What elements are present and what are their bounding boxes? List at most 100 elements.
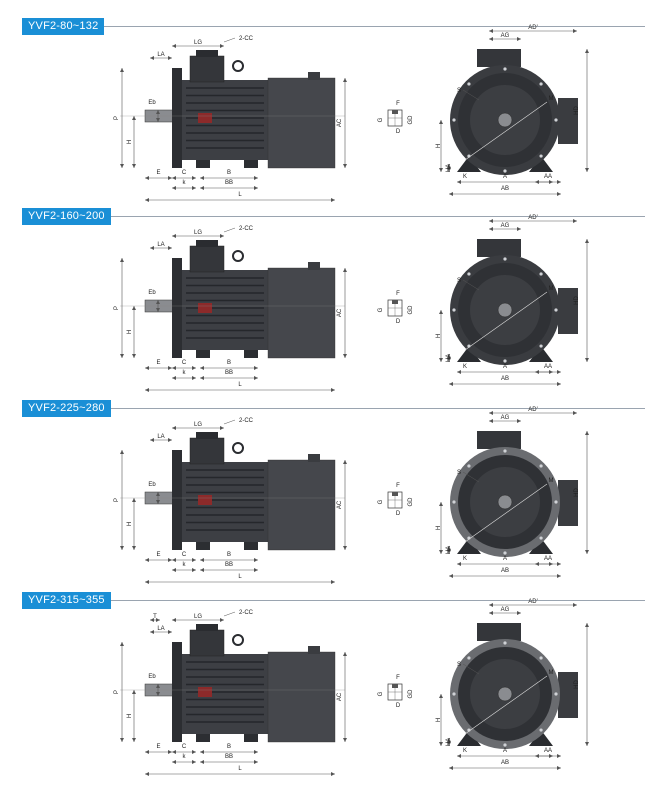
dim-label-k: k [183, 562, 187, 568]
foot [529, 346, 553, 362]
dim-label-f: F [396, 675, 400, 681]
dim-label-f: F [396, 101, 400, 107]
motor-body [182, 462, 268, 542]
dim-label-bb: BB [225, 180, 233, 186]
keyway [392, 492, 398, 496]
dim-label-la: LA [157, 434, 164, 440]
dim-label-k: K [463, 364, 467, 370]
dim-label-ad: AD' [528, 599, 537, 605]
dim-label-s: S [457, 470, 461, 476]
terminal-box [477, 49, 521, 67]
dim-label-hd: HD [574, 488, 580, 497]
bolt-hole-icon [467, 82, 471, 86]
dim-label-cable_entry: 2-CC [239, 36, 254, 42]
bolt-hole-icon [452, 692, 456, 696]
foot [529, 156, 553, 172]
dim-label-eb: Eb [148, 674, 156, 680]
dim-label-lg: LG [194, 230, 202, 236]
terminal-box [477, 239, 521, 257]
dim-label-aa: AA [544, 364, 552, 370]
bolt-hole-icon [554, 308, 558, 312]
flange [172, 642, 182, 742]
dim-label-d: D [396, 511, 401, 517]
dim-label-h: H [436, 334, 442, 338]
foot [529, 730, 553, 746]
bolt-hole-icon [467, 464, 471, 468]
dim-label-gd: GD [408, 305, 414, 315]
terminal-lid [196, 432, 218, 439]
keyway [392, 684, 398, 688]
dim-label-p: P [114, 306, 120, 310]
dim-label-ac: AC [337, 308, 343, 317]
dim-label-ha: HA [446, 738, 452, 746]
dim-label-bb: BB [225, 370, 233, 376]
dim-label-g: G [378, 307, 384, 312]
bolt-hole-icon [539, 82, 543, 86]
dim-label-ag: AG [501, 415, 510, 421]
dim-label-k: K [463, 748, 467, 754]
dim-label-la: LA [157, 626, 164, 632]
dim-label-m: M [549, 478, 554, 484]
dim-label-a: A [503, 364, 507, 370]
nameplate [198, 687, 212, 697]
bolt-hole-icon [539, 536, 543, 540]
bolt-hole-icon [503, 169, 507, 173]
foot [457, 538, 481, 554]
fan-cover [267, 651, 336, 743]
terminal-box [189, 245, 225, 273]
fan-cap [308, 72, 320, 80]
dim-label-h: H [127, 330, 133, 334]
foot [457, 730, 481, 746]
dim-label-ac: AC [337, 500, 343, 509]
dim-label-d: D [396, 703, 401, 709]
lifting-eye-icon [232, 634, 244, 646]
dim-label-k: K [463, 556, 467, 562]
dim-label-lg: LG [194, 614, 202, 620]
dim-label-c: C [182, 552, 187, 558]
dim-label-aa: AA [544, 556, 552, 562]
terminal-box [477, 623, 521, 641]
dim-label-s: S [457, 88, 461, 94]
dim-label-ac: AC [337, 118, 343, 127]
dim-label-ad: AD' [528, 407, 537, 413]
dim-label-e: E [156, 360, 160, 366]
side-box [558, 98, 578, 144]
keyway [392, 300, 398, 304]
flange [172, 258, 182, 358]
dim-label-hd: HD [574, 680, 580, 689]
foot [244, 160, 258, 168]
section-divider [22, 26, 645, 27]
foot [196, 542, 210, 550]
dim-label-ab: AB [501, 186, 509, 192]
dim-label-b: B [227, 170, 231, 176]
dim-label-c: C [182, 170, 187, 176]
dim-label-k: k [183, 754, 187, 760]
dim-label-s: S [457, 662, 461, 668]
bolt-hole-icon [503, 743, 507, 747]
dim-label-eb: Eb [148, 100, 156, 106]
dim-label-m: M [549, 286, 554, 292]
lifting-eye-icon [232, 442, 244, 454]
dim-label-cable_entry: 2-CC [239, 610, 254, 616]
dim-label-c: C [182, 744, 187, 750]
terminal-lid [196, 240, 218, 247]
dim-label-gd: GD [408, 115, 414, 125]
foot [244, 542, 258, 550]
dim-label-e: E [156, 744, 160, 750]
terminal-lid [196, 50, 218, 57]
dim-label-hd: HD [574, 296, 580, 305]
nameplate [198, 495, 212, 505]
dim-label-l: L [238, 766, 242, 772]
foot [457, 156, 481, 172]
